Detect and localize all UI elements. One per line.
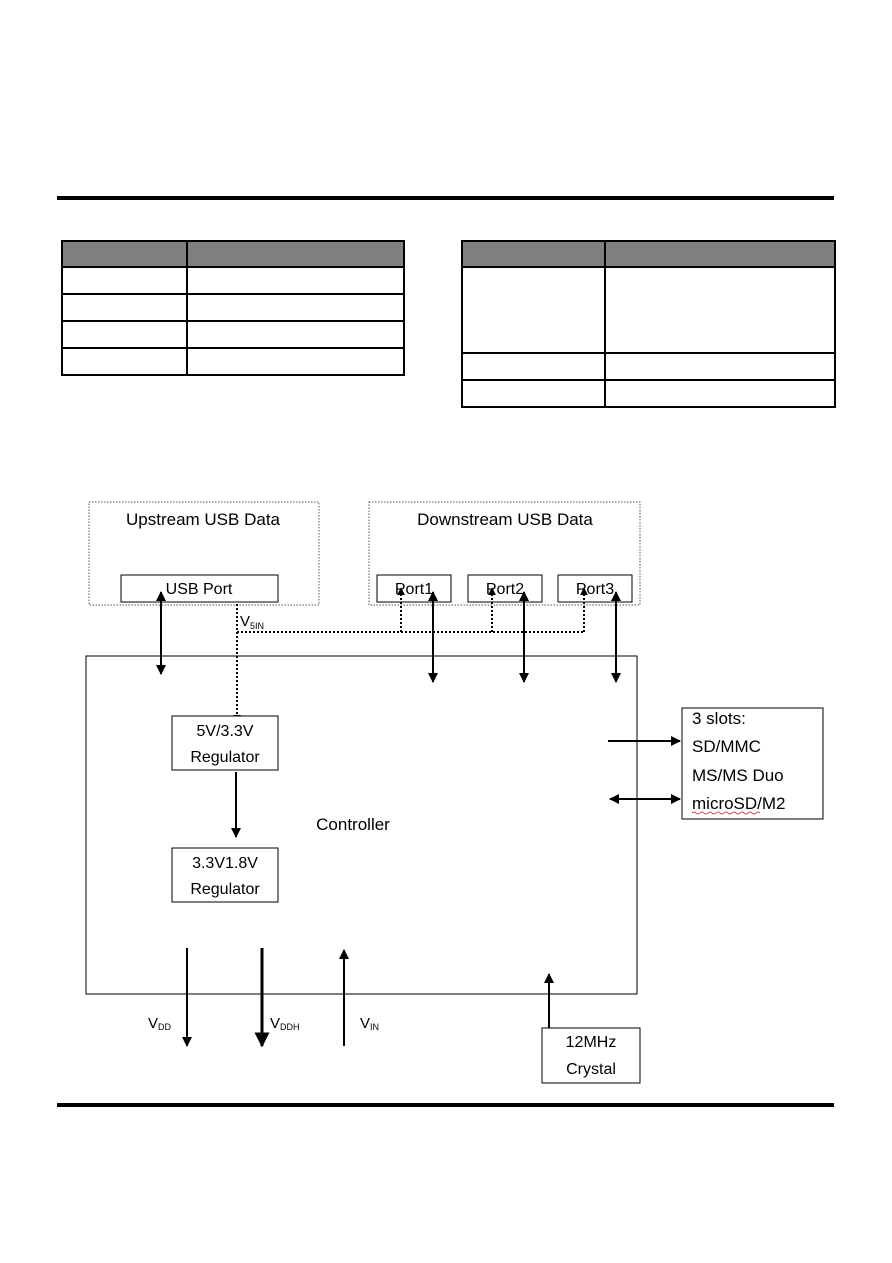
vin-label: VIN — [360, 1015, 379, 1032]
table-header-row — [461, 240, 836, 268]
regulator-3v3-line1: 3.3V1.8V — [192, 855, 258, 872]
table-header-row — [61, 240, 405, 268]
usb-port-label: USB Port — [166, 581, 233, 598]
v5in-label: V5IN — [240, 613, 264, 631]
v5in-bus — [233, 587, 588, 723]
top-rule — [57, 196, 834, 200]
crystal-line2: Crystal — [566, 1061, 616, 1078]
port1-box — [376, 574, 452, 603]
upstream-box — [88, 501, 320, 606]
regulator-5v-box — [171, 715, 279, 771]
regulator-5v-line2: Regulator — [190, 749, 260, 766]
card-slots-box — [681, 707, 824, 820]
regulator-3v3-box — [171, 847, 279, 903]
table-row — [461, 379, 836, 408]
controller-label: Controller — [316, 815, 390, 834]
downstream-section: Downstream USB Data Port1 Port2 Port3 — [368, 501, 641, 606]
table-row — [61, 347, 405, 376]
block-diagram: Upstream USB Data USB Port Downstream US… — [85, 501, 824, 1084]
spec-table-left — [61, 240, 405, 376]
downstream-title: Downstream USB Data — [417, 510, 593, 529]
card-slots-line4: microSD/M2 — [692, 794, 786, 813]
regulator-5v-line1: 5V/3.3V — [197, 723, 254, 740]
vdd-label: VDD — [148, 1015, 172, 1032]
table-row — [461, 266, 836, 354]
usb-port-box — [120, 574, 279, 603]
port3-label: Port3 — [576, 581, 614, 598]
card-slots-line2: SD/MMC — [692, 737, 761, 756]
card-slots-line1: 3 slots: — [692, 709, 746, 728]
vddh-label: VDDH — [270, 1015, 300, 1032]
crystal-line1: 12MHz — [566, 1034, 617, 1051]
bottom-rule — [57, 1103, 834, 1107]
port2-box — [467, 574, 543, 603]
table-row — [61, 293, 405, 322]
upstream-section: Upstream USB Data USB Port — [88, 501, 320, 606]
table-row — [461, 352, 836, 381]
table-row — [61, 266, 405, 295]
crystal-box — [541, 1027, 641, 1084]
upstream-title: Upstream USB Data — [126, 510, 281, 529]
card-slots-line3: MS/MS Duo — [692, 766, 784, 785]
downstream-box — [368, 501, 641, 606]
table-row — [61, 320, 405, 349]
controller-box — [85, 655, 638, 995]
spec-table-right — [461, 240, 836, 408]
spellcheck-underline — [691, 811, 761, 815]
regulator-3v3-line2: Regulator — [190, 881, 260, 898]
